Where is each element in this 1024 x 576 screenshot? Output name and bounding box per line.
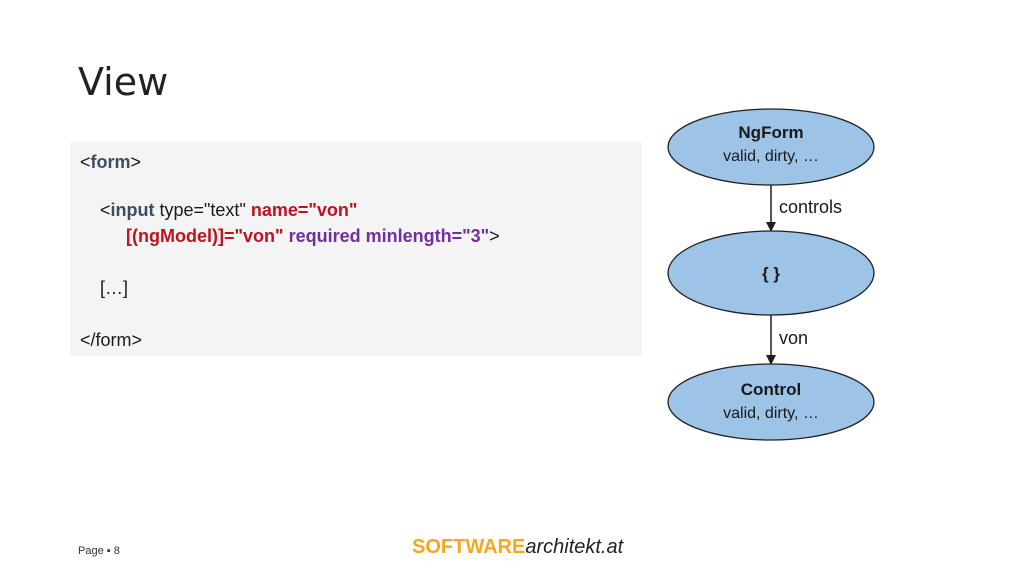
- code-token: <: [100, 200, 111, 220]
- code-block: <form> <input type="text" name="von" [(n…: [70, 142, 642, 356]
- logo-architekt: architekt.at: [525, 536, 624, 558]
- diagram-node-control: [667, 363, 875, 441]
- diagram-node-ngform-subtitle: valid, dirty, …: [723, 148, 819, 165]
- code-token: >: [130, 152, 142, 172]
- diagram-edge-controls-label: controls: [779, 197, 842, 217]
- code-line-2: <input type="text" name="von": [100, 200, 357, 221]
- code-tag-input: input: [110, 200, 155, 220]
- code-ellipsis: […]: [100, 278, 129, 298]
- code-attr-name: name="von": [250, 200, 358, 220]
- code-line-3: [(ngModel)]="von" required minlength="3"…: [126, 226, 500, 247]
- diagram-node-control-title: Control: [741, 380, 801, 399]
- diagram-node-ngform: [667, 108, 875, 186]
- diagram-node-group-title: { }: [762, 264, 780, 283]
- code-line-1: <form>: [80, 152, 141, 173]
- code-tag-form-close: </form>: [80, 330, 143, 350]
- diagram-node-ngform-title: NgForm: [738, 123, 803, 142]
- slide-title: View: [78, 60, 169, 104]
- code-line-4: […]: [100, 278, 128, 299]
- code-attr-validators: required minlength="3": [288, 226, 490, 246]
- form-structure-diagram: NgForm valid, dirty, … controls { } von …: [667, 108, 875, 441]
- code-line-5: </form>: [80, 330, 142, 351]
- diagram-node-control-subtitle: valid, dirty, …: [723, 405, 819, 422]
- code-token: >: [489, 226, 500, 246]
- logo-software: SOFTWARE: [412, 536, 526, 558]
- code-attr-ngmodel: [(ngModel)]="von": [126, 226, 284, 246]
- code-token: type="text": [154, 200, 251, 220]
- code-tag-form: form: [90, 152, 131, 172]
- company-logo: SOFTWAREarchitekt.at: [412, 536, 623, 559]
- page-number: Page ▪ 8: [78, 545, 120, 557]
- code-token: <: [80, 152, 91, 172]
- diagram-edge-von-label: von: [779, 328, 808, 348]
